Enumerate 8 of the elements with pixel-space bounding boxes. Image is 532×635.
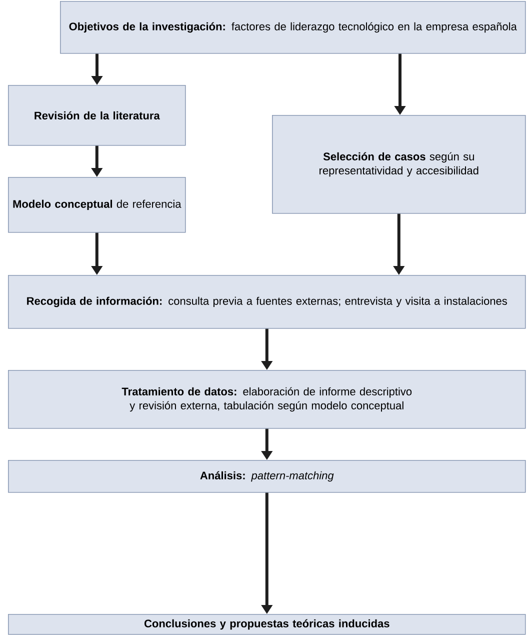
process-box: Conclusiones y propuestas teóricas inducidas: [8, 614, 526, 635]
process-box: Revisión de la literatura: [8, 85, 186, 146]
process-box: Tratamiento de datos: elaboración de informe descriptivo y revisión externa, tabulación según modelo conceptual: [8, 370, 526, 429]
process-box: Selección de casos según su representatividad y accesibilidad: [272, 115, 526, 214]
process-box: Análisis: pattern-matching: [8, 460, 526, 493]
process-box: Objetivos de la investigación: factores de liderazgo tecnológico en la empresa española: [60, 1, 526, 54]
process-box: Recogida de información: consulta previa a fuentes externas; entrevista y visita a instalaciones: [8, 275, 526, 329]
process-box: Modelo conceptual de referencia: [8, 177, 186, 233]
